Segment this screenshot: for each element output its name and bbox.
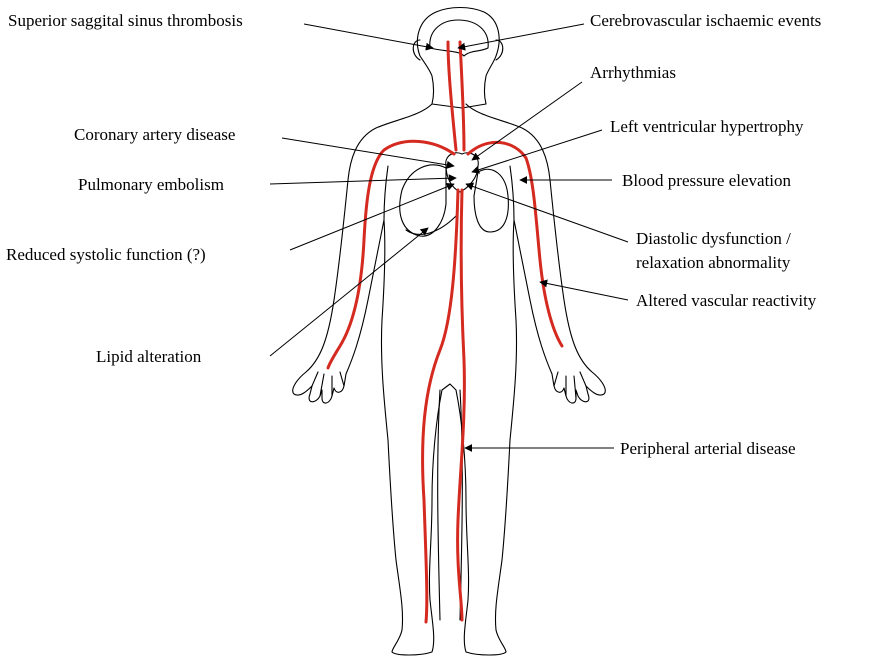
label-superior-sinus-thrombosis: Superior saggital sinus thrombosis — [8, 10, 243, 31]
label-diastolic-dysfunction-line1: Diastolic dysfunction / — [636, 228, 791, 249]
label-blood-pressure-elevation: Blood pressure elevation — [622, 170, 791, 191]
label-reduced-systolic-function: Reduced systolic function (?) — [6, 244, 206, 265]
label-coronary-artery-disease: Coronary artery disease — [74, 124, 235, 145]
label-arrhythmias: Arrhythmias — [590, 62, 676, 83]
label-cerebrovascular-events: Cerebrovascular ischaemic events — [590, 10, 821, 31]
label-diastolic-dysfunction-line2: relaxation abnormality — [636, 252, 790, 273]
label-peripheral-arterial-disease: Peripheral arterial disease — [620, 438, 796, 459]
label-altered-vascular-reactivity: Altered vascular reactivity — [636, 290, 816, 311]
label-pulmonary-embolism: Pulmonary embolism — [78, 174, 224, 195]
label-lipid-alteration: Lipid alteration — [96, 346, 201, 367]
label-left-ventricular-hypertrophy: Left ventricular hypertrophy — [610, 116, 804, 137]
